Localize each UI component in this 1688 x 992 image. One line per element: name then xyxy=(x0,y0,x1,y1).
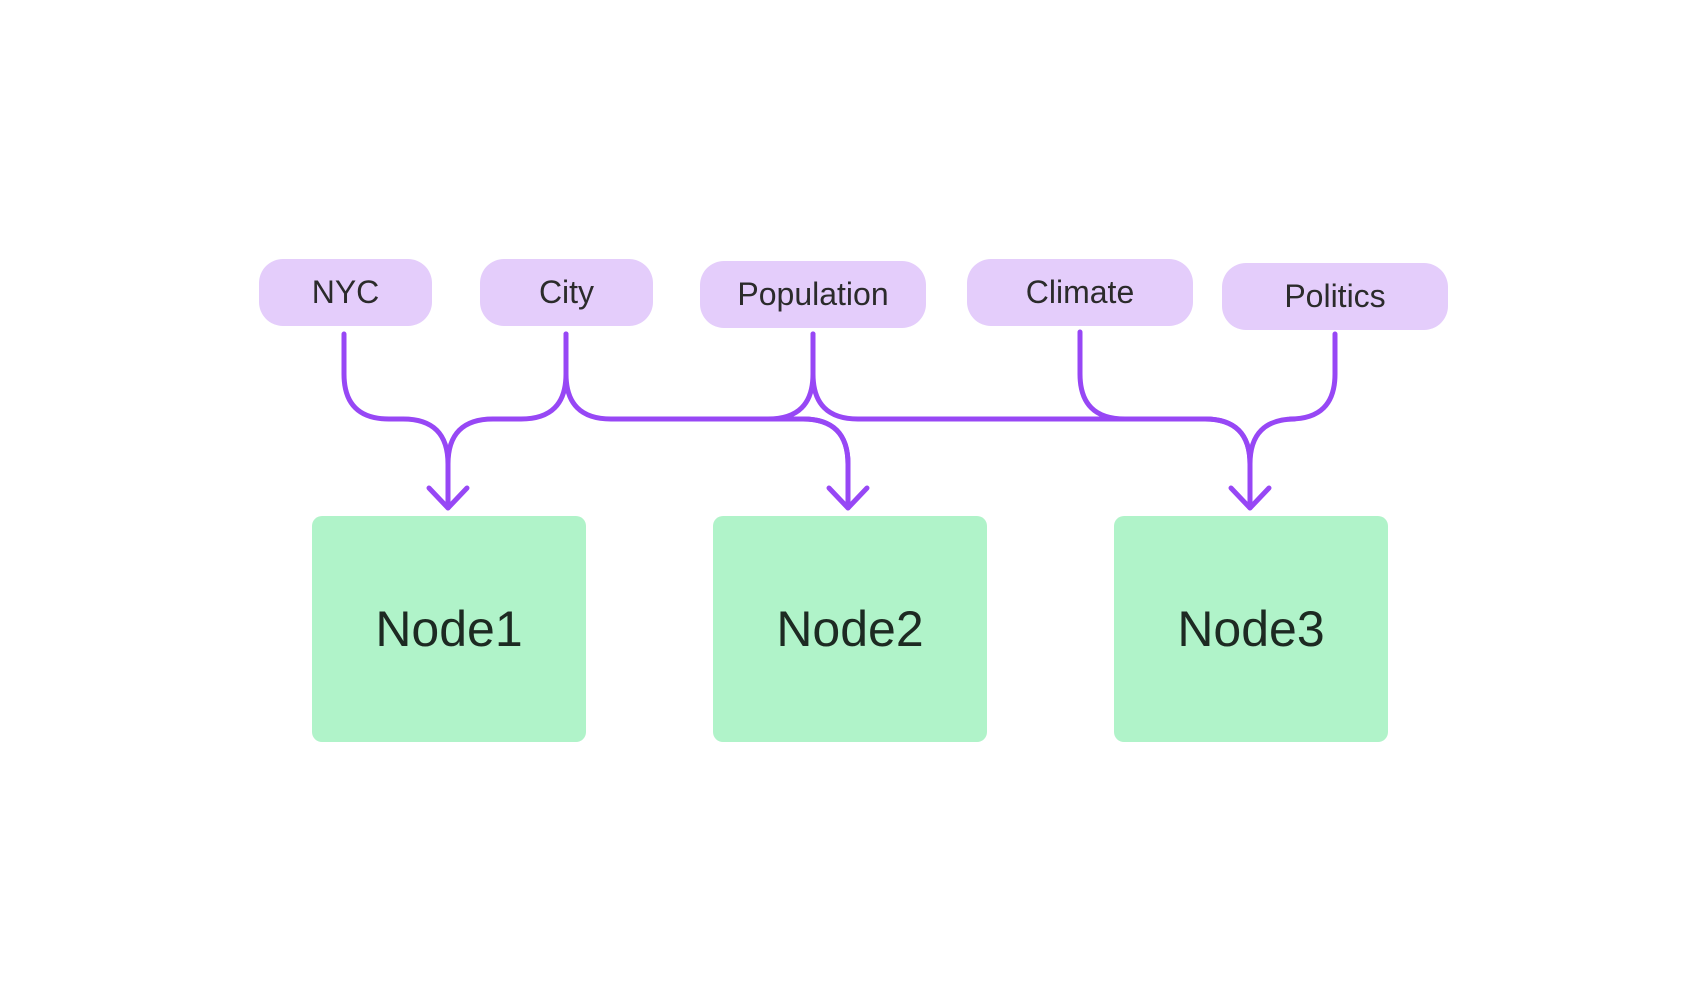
tag-climate[interactable]: Climate xyxy=(967,259,1193,326)
node-label: Node3 xyxy=(1177,601,1325,657)
arrowhead-node2 xyxy=(826,485,870,511)
node-3[interactable]: Node3 xyxy=(1114,516,1388,742)
edge-nyc-to-node1 xyxy=(341,331,451,507)
node-2[interactable]: Node2 xyxy=(713,516,987,742)
arrowhead-node1 xyxy=(426,485,470,511)
tag-population[interactable]: Population xyxy=(700,261,926,328)
tag-city[interactable]: City xyxy=(480,259,653,326)
tag-label: NYC xyxy=(311,274,380,310)
node-label: Node2 xyxy=(776,601,924,657)
tag-label: Politics xyxy=(1284,278,1386,314)
tag-label: City xyxy=(538,274,595,310)
edge-population-to-node2 xyxy=(765,331,851,507)
node-1[interactable]: Node1 xyxy=(312,516,586,742)
tag-label: Population xyxy=(737,276,889,312)
arrowhead-node3 xyxy=(1228,485,1272,511)
node-label: Node1 xyxy=(375,601,523,657)
edge-city-to-node1 xyxy=(445,331,569,507)
edge-climate-to-node3 xyxy=(1077,329,1253,507)
tag-politics[interactable]: Politics xyxy=(1222,263,1448,330)
tag-label: Climate xyxy=(1025,274,1135,310)
edge-politics-to-node3 xyxy=(1247,331,1338,507)
tag-nyc[interactable]: NYC xyxy=(259,259,432,326)
